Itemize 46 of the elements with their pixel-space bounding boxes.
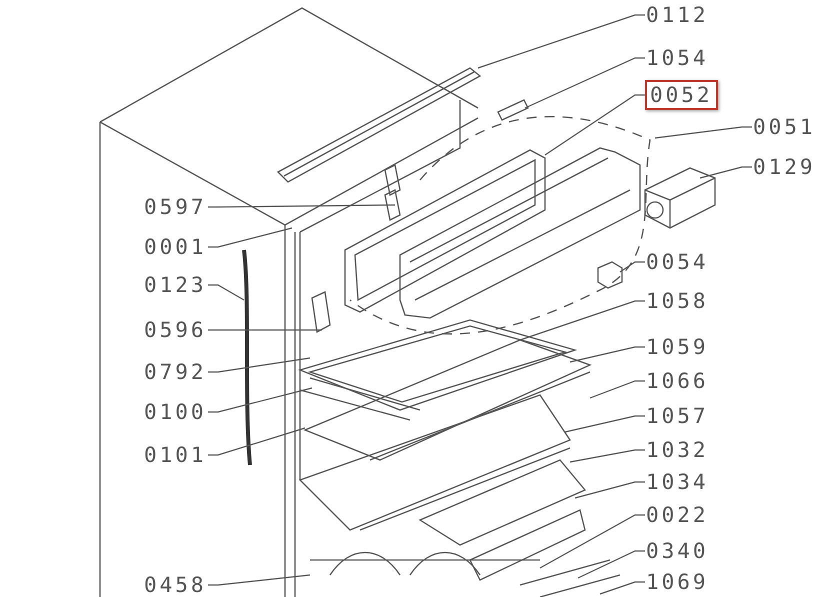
callout-number: 0792 [143, 360, 208, 384]
leader-line [208, 284, 244, 301]
callout-number: 1032 [645, 438, 710, 462]
callout-number: 1054 [645, 46, 710, 70]
callout-number: 0022 [645, 503, 710, 527]
callout-number: 1066 [645, 369, 710, 393]
callout-number: 1058 [645, 289, 710, 313]
callout-number: 0051 [752, 115, 817, 139]
callout-number: 0458 [143, 573, 208, 597]
callout-number: 0112 [645, 3, 710, 27]
leader-line [600, 581, 645, 595]
callout-number: 1059 [645, 335, 710, 359]
leader-line [700, 166, 752, 179]
callout-number: 0340 [645, 539, 710, 563]
leader-line [574, 481, 645, 499]
leader-line [570, 346, 645, 363]
leader-line [564, 415, 645, 433]
leader-line [208, 427, 306, 456]
callout-number: 1034 [645, 470, 710, 494]
callout-number: 0129 [752, 155, 817, 179]
callout-number: 1069 [645, 570, 710, 594]
leader-line [208, 357, 310, 373]
leader-line [208, 204, 395, 208]
callout-number: 0001 [143, 235, 208, 259]
leader-line [208, 329, 322, 331]
leader-line [544, 94, 645, 156]
leader-line [208, 574, 310, 586]
callout-number: 0597 [143, 195, 208, 219]
leader-line [208, 387, 312, 413]
leader-line [590, 380, 645, 399]
leader-line [540, 514, 645, 569]
callout-number: 0101 [143, 443, 208, 467]
callout-number: 0054 [645, 250, 710, 274]
callout-number: 0596 [143, 318, 208, 342]
leader-line [620, 261, 645, 272]
leader-line [654, 126, 752, 139]
leader-line [578, 550, 645, 579]
leader-line [524, 57, 645, 109]
callout-number: 1057 [645, 404, 710, 428]
callout-number: 0100 [143, 400, 208, 424]
callout-number: 0052 [645, 80, 718, 110]
leader-line [570, 449, 645, 463]
callout-number: 0123 [143, 273, 208, 297]
leader-line [520, 300, 645, 341]
leader-line [478, 14, 645, 69]
leader-line [208, 227, 292, 248]
